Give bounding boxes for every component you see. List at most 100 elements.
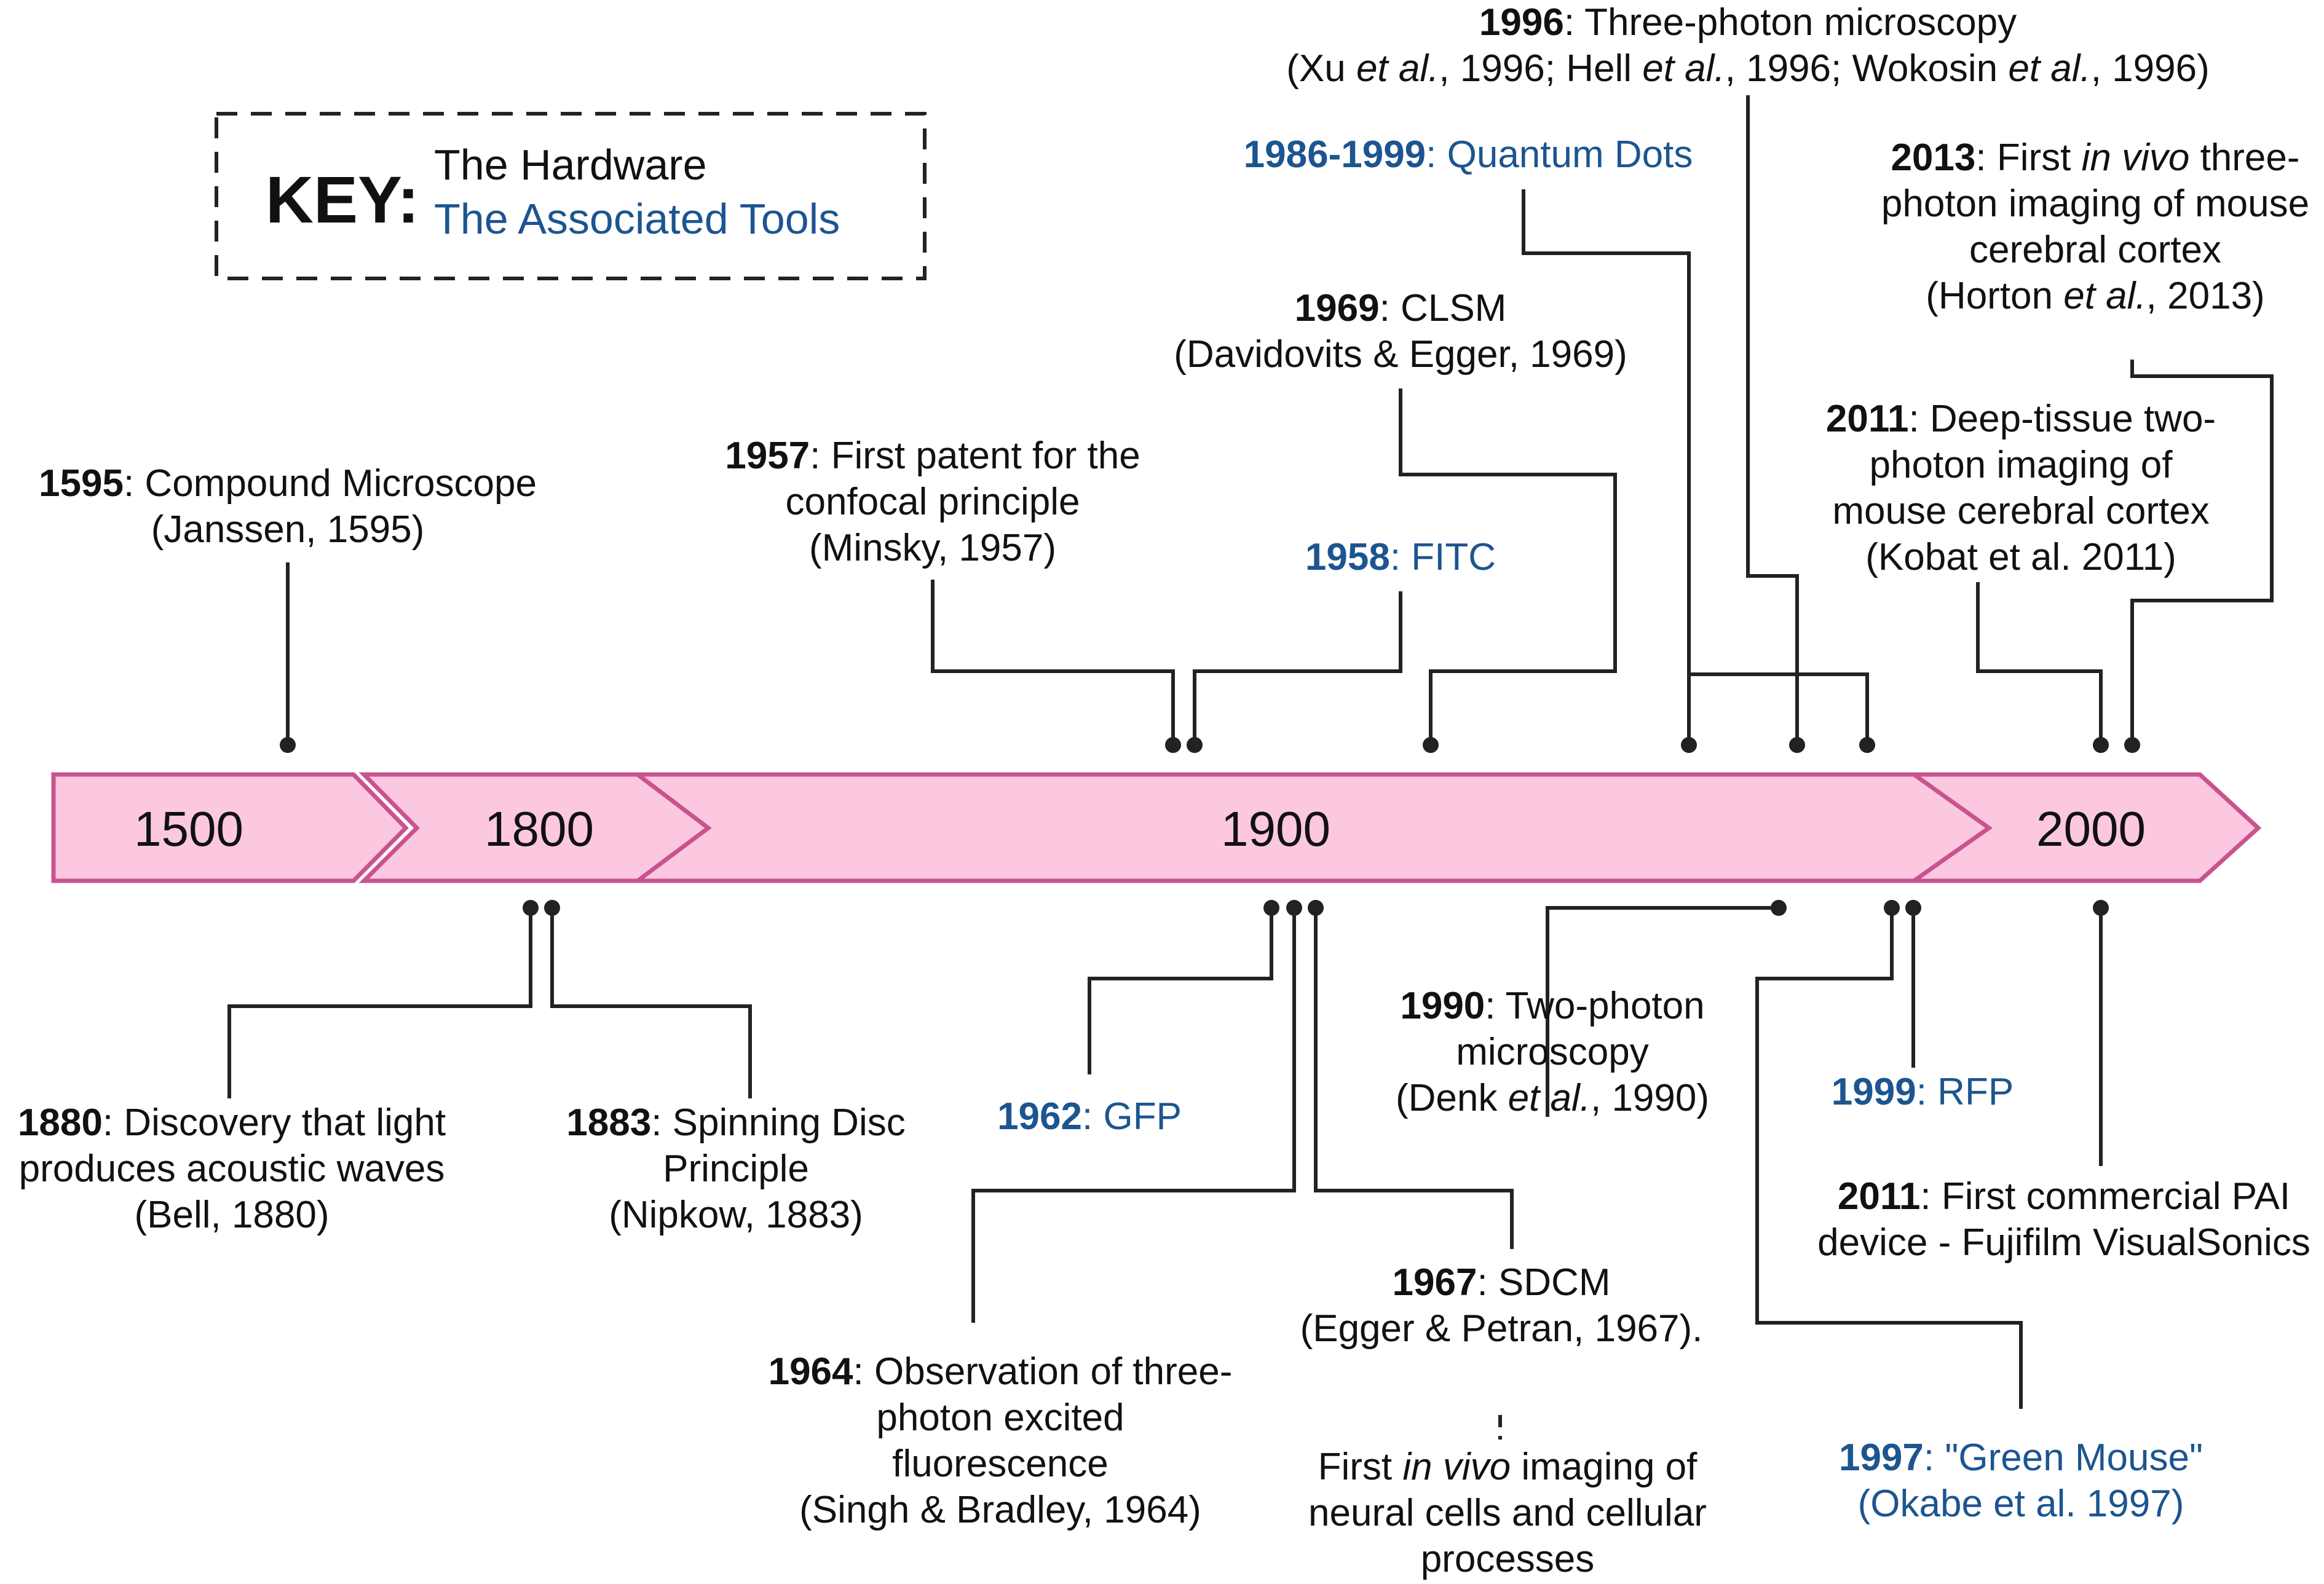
event-text: : Spinning Disc	[651, 1101, 906, 1144]
event-citation: (Horton et al., 2013)	[1926, 275, 2264, 317]
event-year: 1958	[1305, 536, 1390, 578]
event-citation: (Denk et al., 1990)	[1396, 1077, 1709, 1119]
event-text: : GFP	[1082, 1095, 1182, 1138]
event-year: 1883	[566, 1101, 651, 1144]
connector-1997	[1755, 908, 2023, 1409]
event-year: 1957	[725, 435, 810, 477]
event-text-3: mouse cerebral cortex	[1832, 490, 2209, 532]
dot-1962	[1263, 900, 1279, 916]
event-1958: 1958: FITC	[1305, 536, 1496, 578]
event-text-2: confocal principle	[785, 481, 1080, 523]
event-1880: 1880: Discovery that light produces acou…	[18, 1101, 446, 1236]
svg-text:1880: Discovery that light: 1880: Discovery that light	[18, 1101, 446, 1144]
event-1964: 1964: Observation of three- photon excit…	[769, 1350, 1233, 1531]
connector-1996	[1746, 95, 1799, 745]
dot-1595	[280, 737, 296, 753]
svg-text:1969: CLSM: 1969: CLSM	[1295, 287, 1507, 329]
event-1969: 1969: CLSM (Davidovits & Egger, 1969)	[1174, 287, 1627, 376]
event-text: : Discovery that light	[103, 1101, 446, 1144]
dot-1969	[1423, 737, 1439, 753]
event-text-3: fluorescence	[892, 1443, 1109, 1485]
dot-1996	[1789, 737, 1805, 753]
event-year: 1990	[1400, 985, 1485, 1027]
event-text: : CLSM	[1380, 287, 1507, 329]
event-1595: 1595: Compound Microscope (Janssen, 1595…	[39, 462, 537, 551]
svg-text:1595: Compound Microscope: 1595: Compound Microscope	[39, 462, 537, 505]
legend-key: KEY: The Hardware The Associated Tools	[215, 112, 927, 280]
legend-tools-label: The Associated Tools	[434, 195, 840, 243]
event-1967: 1967: SDCM (Egger & Petran, 1967).	[1300, 1261, 1703, 1350]
era-arrow-2000	[1907, 772, 2262, 883]
dot-1883	[544, 900, 560, 916]
dot-1964	[1286, 900, 1302, 916]
event-text: : Quantum Dots	[1426, 133, 1693, 176]
dot-1880	[523, 900, 539, 916]
event-text-2: microscopy	[1456, 1031, 1649, 1073]
svg-text:1967: SDCM: 1967: SDCM	[1393, 1261, 1611, 1304]
event-1999: 1999: RFP	[1832, 1071, 2014, 1113]
connector-1986-branch	[1689, 672, 1869, 745]
event-text: : SDCM	[1477, 1261, 1610, 1304]
event-2011-deep-tissue: 2011: Deep-tissue two- photon imaging of…	[1826, 398, 2216, 578]
svg-text:1986-1999: Quantum Dots: 1986-1999: Quantum Dots	[1244, 133, 1693, 176]
event-citation: (Minsky, 1957)	[809, 527, 1056, 569]
dot-1997	[1884, 900, 1900, 916]
dot-1957	[1165, 737, 1181, 753]
event-1957: 1957: First patent for the confocal prin…	[725, 435, 1140, 569]
svg-text:1962: GFP: 1962: GFP	[997, 1095, 1182, 1138]
event-citation: (Singh & Bradley, 1964)	[799, 1489, 1201, 1531]
event-text-2: photon imaging of mouse	[1881, 183, 2309, 225]
event-text-2: neural cells and cellular	[1308, 1492, 1707, 1534]
connector-1986	[1522, 189, 1691, 745]
connector-1958	[1193, 591, 1402, 745]
connector-2013	[2130, 360, 2274, 745]
event-citation: (Xu et al., 1996; Hell et al., 1996; Wok…	[1286, 47, 2210, 90]
event-citation: (Kobat et al. 2011)	[1865, 536, 2176, 578]
connector-1880	[227, 908, 532, 1098]
event-year: 1880	[18, 1101, 103, 1144]
event-text-2: produces acoustic waves	[19, 1148, 445, 1190]
svg-text:1990: Two-photon: 1990: Two-photon	[1400, 985, 1704, 1027]
svg-text:2011: Deep-tissue two-: 2011: Deep-tissue two-	[1826, 398, 2216, 440]
event-citation: (Nipkow, 1883)	[609, 1194, 863, 1236]
event-1883: 1883: Spinning Disc Principle (Nipkow, 1…	[566, 1101, 905, 1236]
event-text: First in vivo imaging of	[1318, 1446, 1698, 1488]
dot-1999	[1905, 900, 1921, 916]
connector-2011a	[1976, 582, 2103, 745]
connector-1883	[550, 908, 752, 1098]
connector-1969	[1399, 388, 1617, 745]
connector-1964	[971, 908, 1296, 1323]
event-1997: 1997: "Green Mouse" (Okabe et al. 1997)	[1839, 1436, 2203, 1525]
era-label-1800: 1800	[484, 802, 594, 856]
svg-text:1957: First patent for the: 1957: First patent for the	[725, 435, 1140, 477]
connector-1957	[931, 580, 1175, 745]
connector-1990	[1546, 906, 1779, 1117]
event-citation: (Bell, 1880)	[134, 1194, 329, 1236]
svg-text:1964: Observation of three-: 1964: Observation of three-	[769, 1350, 1233, 1393]
event-year: 1595	[39, 462, 124, 505]
svg-text:2011: First commercial PAI: 2011: First commercial PAI	[1838, 1175, 2290, 1218]
connectors	[227, 95, 2274, 1440]
connector-1967	[1314, 908, 1514, 1249]
event-text-2: photon imaging of	[1870, 444, 2173, 486]
event-1986: 1986-1999: Quantum Dots	[1244, 133, 1693, 176]
event-year: 1997	[1839, 1436, 1924, 1479]
era-label-1900: 1900	[1221, 802, 1330, 856]
event-text-3: cerebral cortex	[1969, 229, 2221, 271]
event-text: : RFP	[1916, 1071, 2014, 1113]
event-text: : First patent for the	[810, 435, 1140, 477]
event-year: 1986-1999	[1244, 133, 1426, 176]
dot-1958	[1187, 737, 1203, 753]
event-year: 1999	[1832, 1071, 1916, 1113]
event-1990: 1990: Two-photon microscopy (Denk et al.…	[1396, 985, 1709, 1119]
timeline-dots	[280, 737, 2140, 916]
event-text: : Compound Microscope	[124, 462, 537, 505]
svg-text:1883: Spinning Disc: 1883: Spinning Disc	[566, 1101, 905, 1144]
event-citation: (Okabe et al. 1997)	[1858, 1483, 2184, 1525]
era-label-1500: 1500	[134, 802, 243, 856]
svg-text:1958: FITC: 1958: FITC	[1305, 536, 1496, 578]
event-text-2: device - Fujifilm VisualSonics	[1817, 1221, 2310, 1264]
dot-2011b	[2093, 900, 2109, 916]
event-text-3: processes	[1421, 1538, 1595, 1580]
